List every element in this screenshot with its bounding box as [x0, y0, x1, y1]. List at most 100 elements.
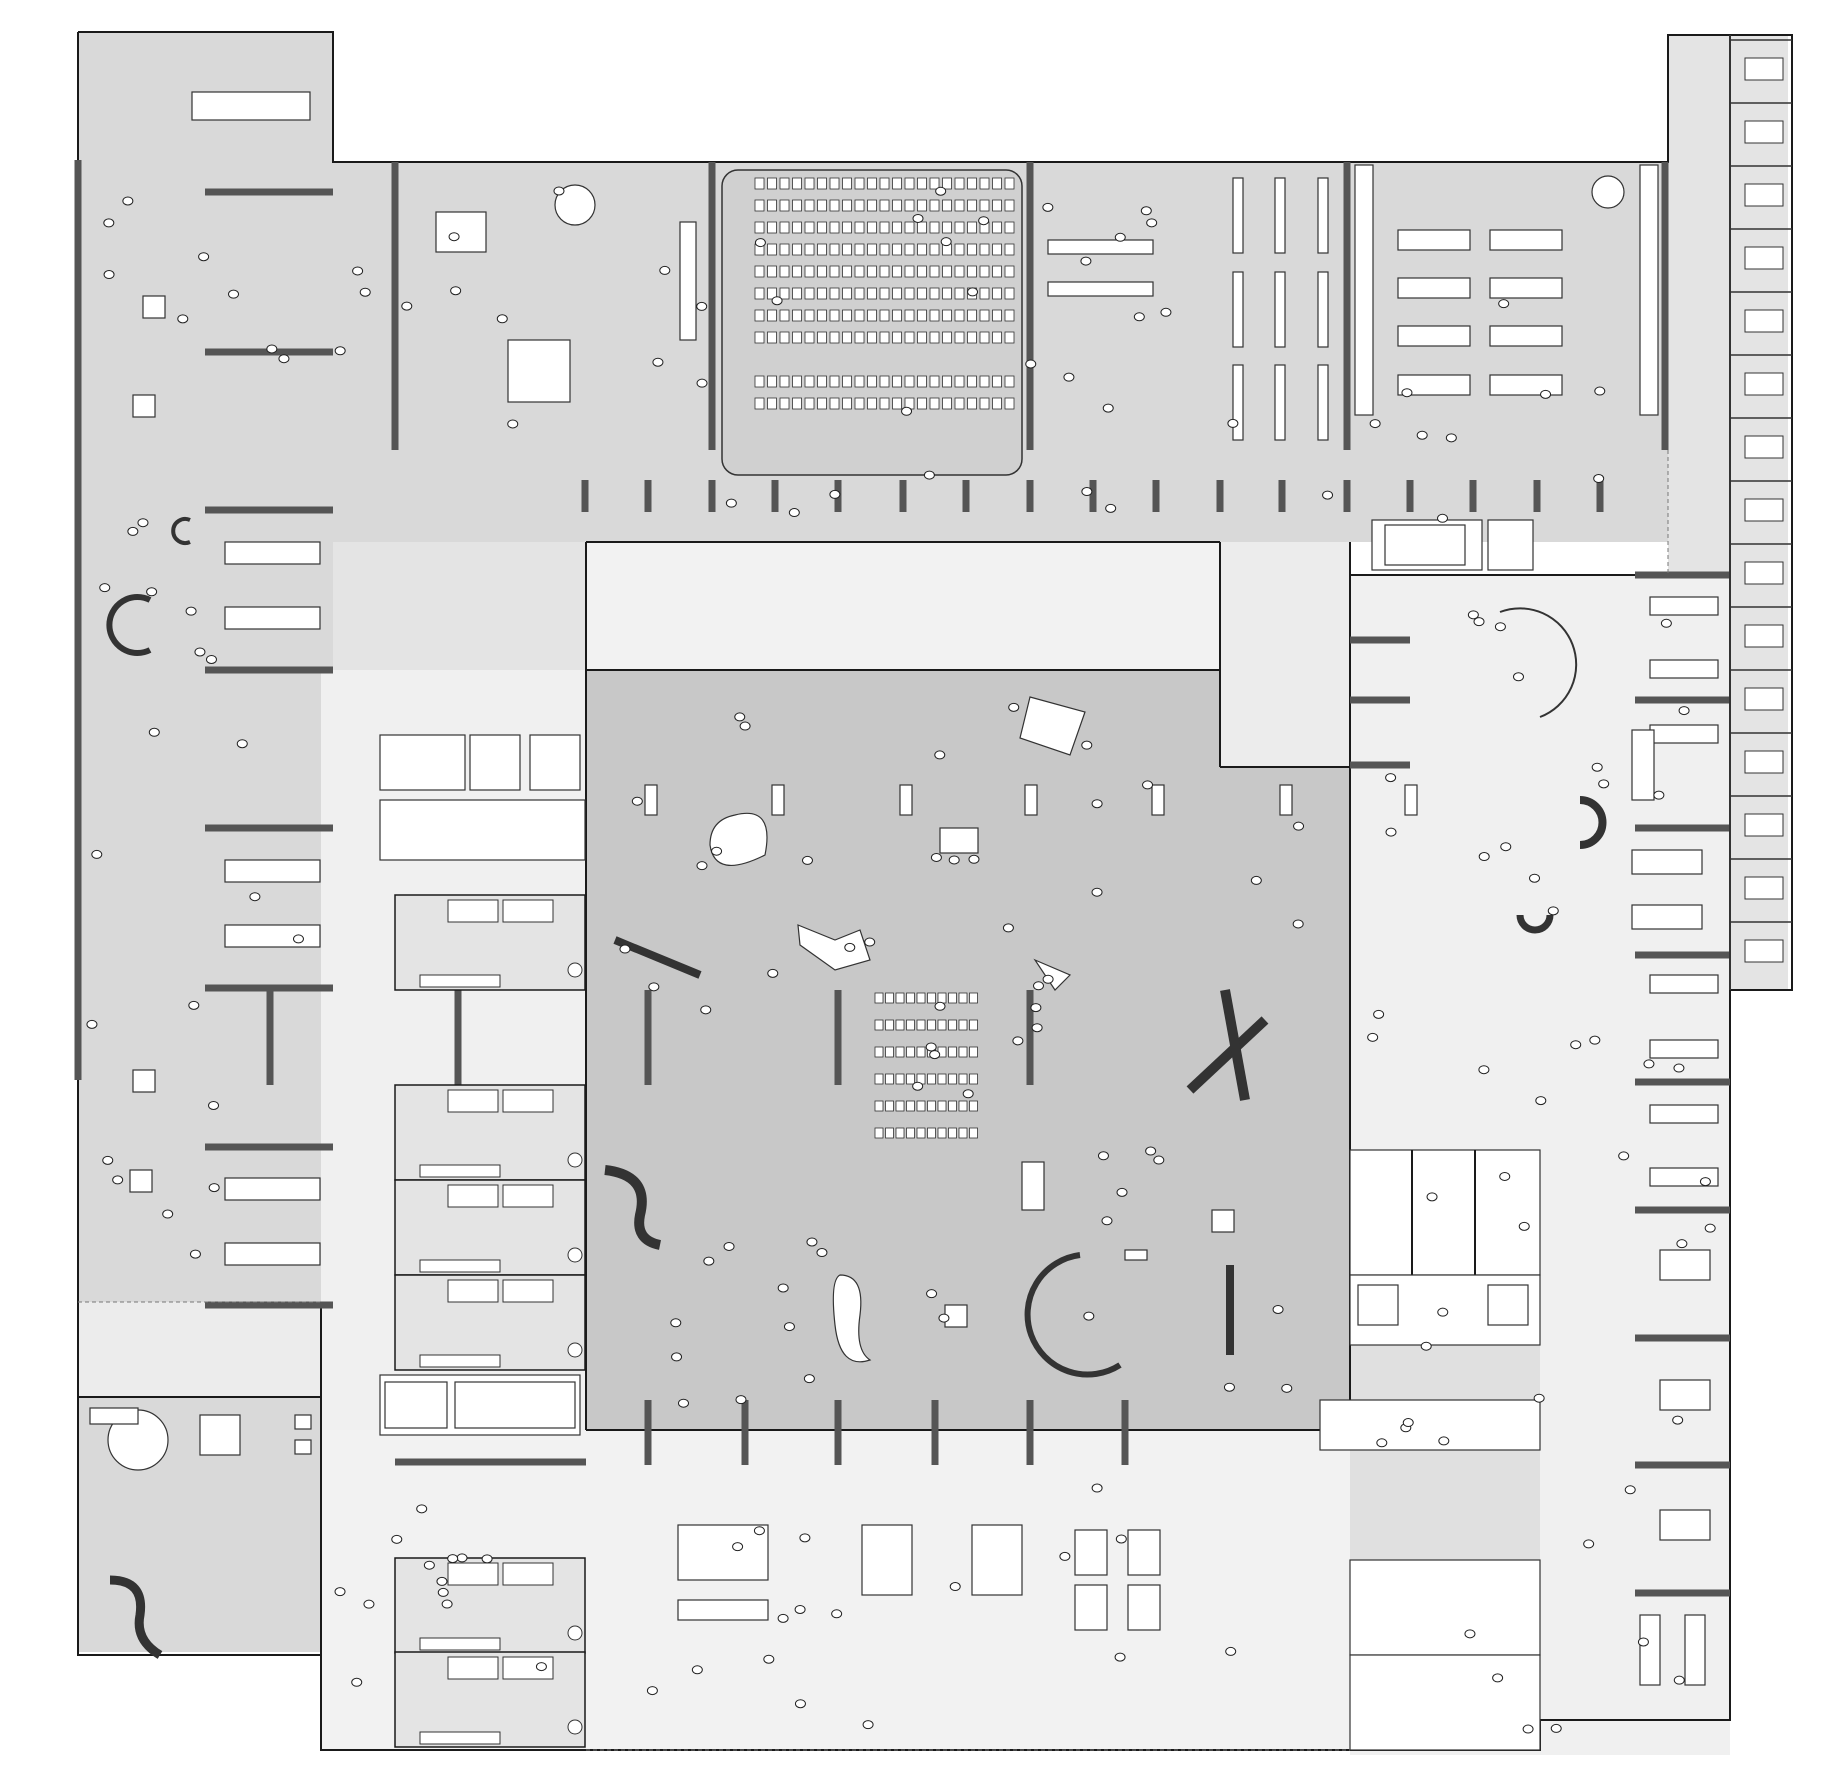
- person-figure-icon: [162, 1209, 174, 1219]
- seat-icon: [927, 1019, 936, 1031]
- seat-icon: [892, 199, 902, 212]
- seat-icon: [817, 221, 827, 234]
- seat-icon: [767, 243, 777, 256]
- bed-icon: [1744, 876, 1784, 900]
- seat-icon: [954, 309, 965, 322]
- person-figure-icon: [1598, 779, 1610, 789]
- seat-icon: [842, 309, 852, 322]
- person-figure-icon: [816, 1248, 828, 1258]
- person-figure-icon: [441, 1599, 453, 1609]
- seat-icon: [967, 331, 977, 344]
- person-figure-icon: [99, 583, 111, 593]
- seat-icon: [954, 265, 965, 278]
- seat-icon: [874, 992, 884, 1004]
- seat-icon: [954, 375, 965, 388]
- seat-icon: [954, 221, 965, 234]
- person-figure-icon: [619, 944, 631, 954]
- seat-icon: [958, 1127, 968, 1139]
- person-figure-icon: [631, 796, 643, 806]
- person-figure-icon: [1699, 1177, 1711, 1187]
- seat-icon: [992, 199, 1002, 212]
- person-figure-icon: [228, 289, 240, 299]
- seat-icon: [967, 309, 977, 322]
- seat-icon: [917, 287, 927, 300]
- seat-icon: [942, 287, 952, 300]
- seat-icon: [754, 309, 765, 322]
- seat-icon: [916, 1019, 926, 1031]
- seat-icon: [817, 309, 827, 322]
- person-figure-icon: [1401, 388, 1413, 398]
- seat-icon: [992, 177, 1002, 190]
- seat-icon: [829, 331, 840, 344]
- seat-icon: [879, 265, 890, 278]
- seat-icon: [1004, 199, 1015, 212]
- bed-icon: [1744, 183, 1784, 207]
- person-figure-icon: [185, 606, 197, 616]
- person-figure-icon: [912, 213, 924, 223]
- seat-icon: [879, 243, 890, 256]
- person-figure-icon: [1223, 1382, 1235, 1392]
- seat-icon: [792, 199, 802, 212]
- seat-icon: [792, 243, 802, 256]
- person-figure-icon: [208, 1183, 220, 1193]
- seat-icon: [892, 375, 902, 388]
- person-figure-icon: [930, 852, 942, 862]
- person-figure-icon: [1059, 1551, 1071, 1561]
- desk-icon: [502, 1562, 554, 1586]
- seat-icon: [779, 243, 790, 256]
- seat-icon: [817, 331, 827, 344]
- seat-icon: [829, 309, 840, 322]
- person-figure-icon: [732, 1542, 744, 1552]
- person-figure-icon: [1529, 873, 1541, 883]
- seat-icon: [867, 199, 877, 212]
- seat-icon: [792, 397, 802, 410]
- seat-icon: [969, 992, 978, 1004]
- bed-icon: [1744, 750, 1784, 774]
- person-figure-icon: [1494, 622, 1506, 632]
- person-figure-icon: [646, 1686, 658, 1696]
- person-figure-icon: [1438, 1436, 1450, 1446]
- person-figure-icon: [1114, 232, 1126, 242]
- person-figure-icon: [1624, 1485, 1636, 1495]
- seat-icon: [779, 287, 790, 300]
- seat-icon: [958, 1019, 968, 1031]
- person-figure-icon: [437, 1587, 449, 1597]
- bed-icon: [1744, 57, 1784, 81]
- seat-icon: [979, 287, 990, 300]
- seat-icon: [779, 397, 790, 410]
- seat-icon: [842, 287, 852, 300]
- seat-icon: [854, 265, 865, 278]
- desk-icon: [447, 1184, 499, 1208]
- northwest-small-rooms: [333, 542, 586, 670]
- person-figure-icon: [948, 855, 960, 865]
- seat-icon: [942, 375, 952, 388]
- bed-icon: [1744, 939, 1784, 963]
- seat-icon: [904, 331, 915, 344]
- person-figure-icon: [1012, 1036, 1024, 1046]
- person-figure-icon: [292, 934, 304, 944]
- person-figure-icon: [1478, 1065, 1490, 1075]
- seat-icon: [879, 375, 890, 388]
- seat-icon: [885, 1127, 894, 1139]
- seat-icon: [917, 177, 927, 190]
- desk-icon: [502, 1279, 554, 1303]
- seat-icon: [829, 375, 840, 388]
- seat-icon: [904, 309, 915, 322]
- person-figure-icon: [535, 1662, 547, 1672]
- seat-icon: [937, 992, 947, 1004]
- seat-icon: [992, 309, 1002, 322]
- desk-icon: [502, 1089, 554, 1113]
- seat-icon: [892, 287, 902, 300]
- person-figure-icon: [1081, 740, 1093, 750]
- person-figure-icon: [934, 1001, 946, 1011]
- person-figure-icon: [1540, 389, 1552, 399]
- person-figure-icon: [1437, 1307, 1449, 1317]
- right-wing-rooms: [1729, 35, 1792, 990]
- seat-icon: [942, 309, 952, 322]
- seat-icon: [937, 1127, 947, 1139]
- person-figure-icon: [1030, 1003, 1042, 1013]
- person-figure-icon: [1533, 1393, 1545, 1403]
- seat-icon: [879, 287, 890, 300]
- north-east-box: [1220, 542, 1350, 767]
- seat-icon: [842, 243, 852, 256]
